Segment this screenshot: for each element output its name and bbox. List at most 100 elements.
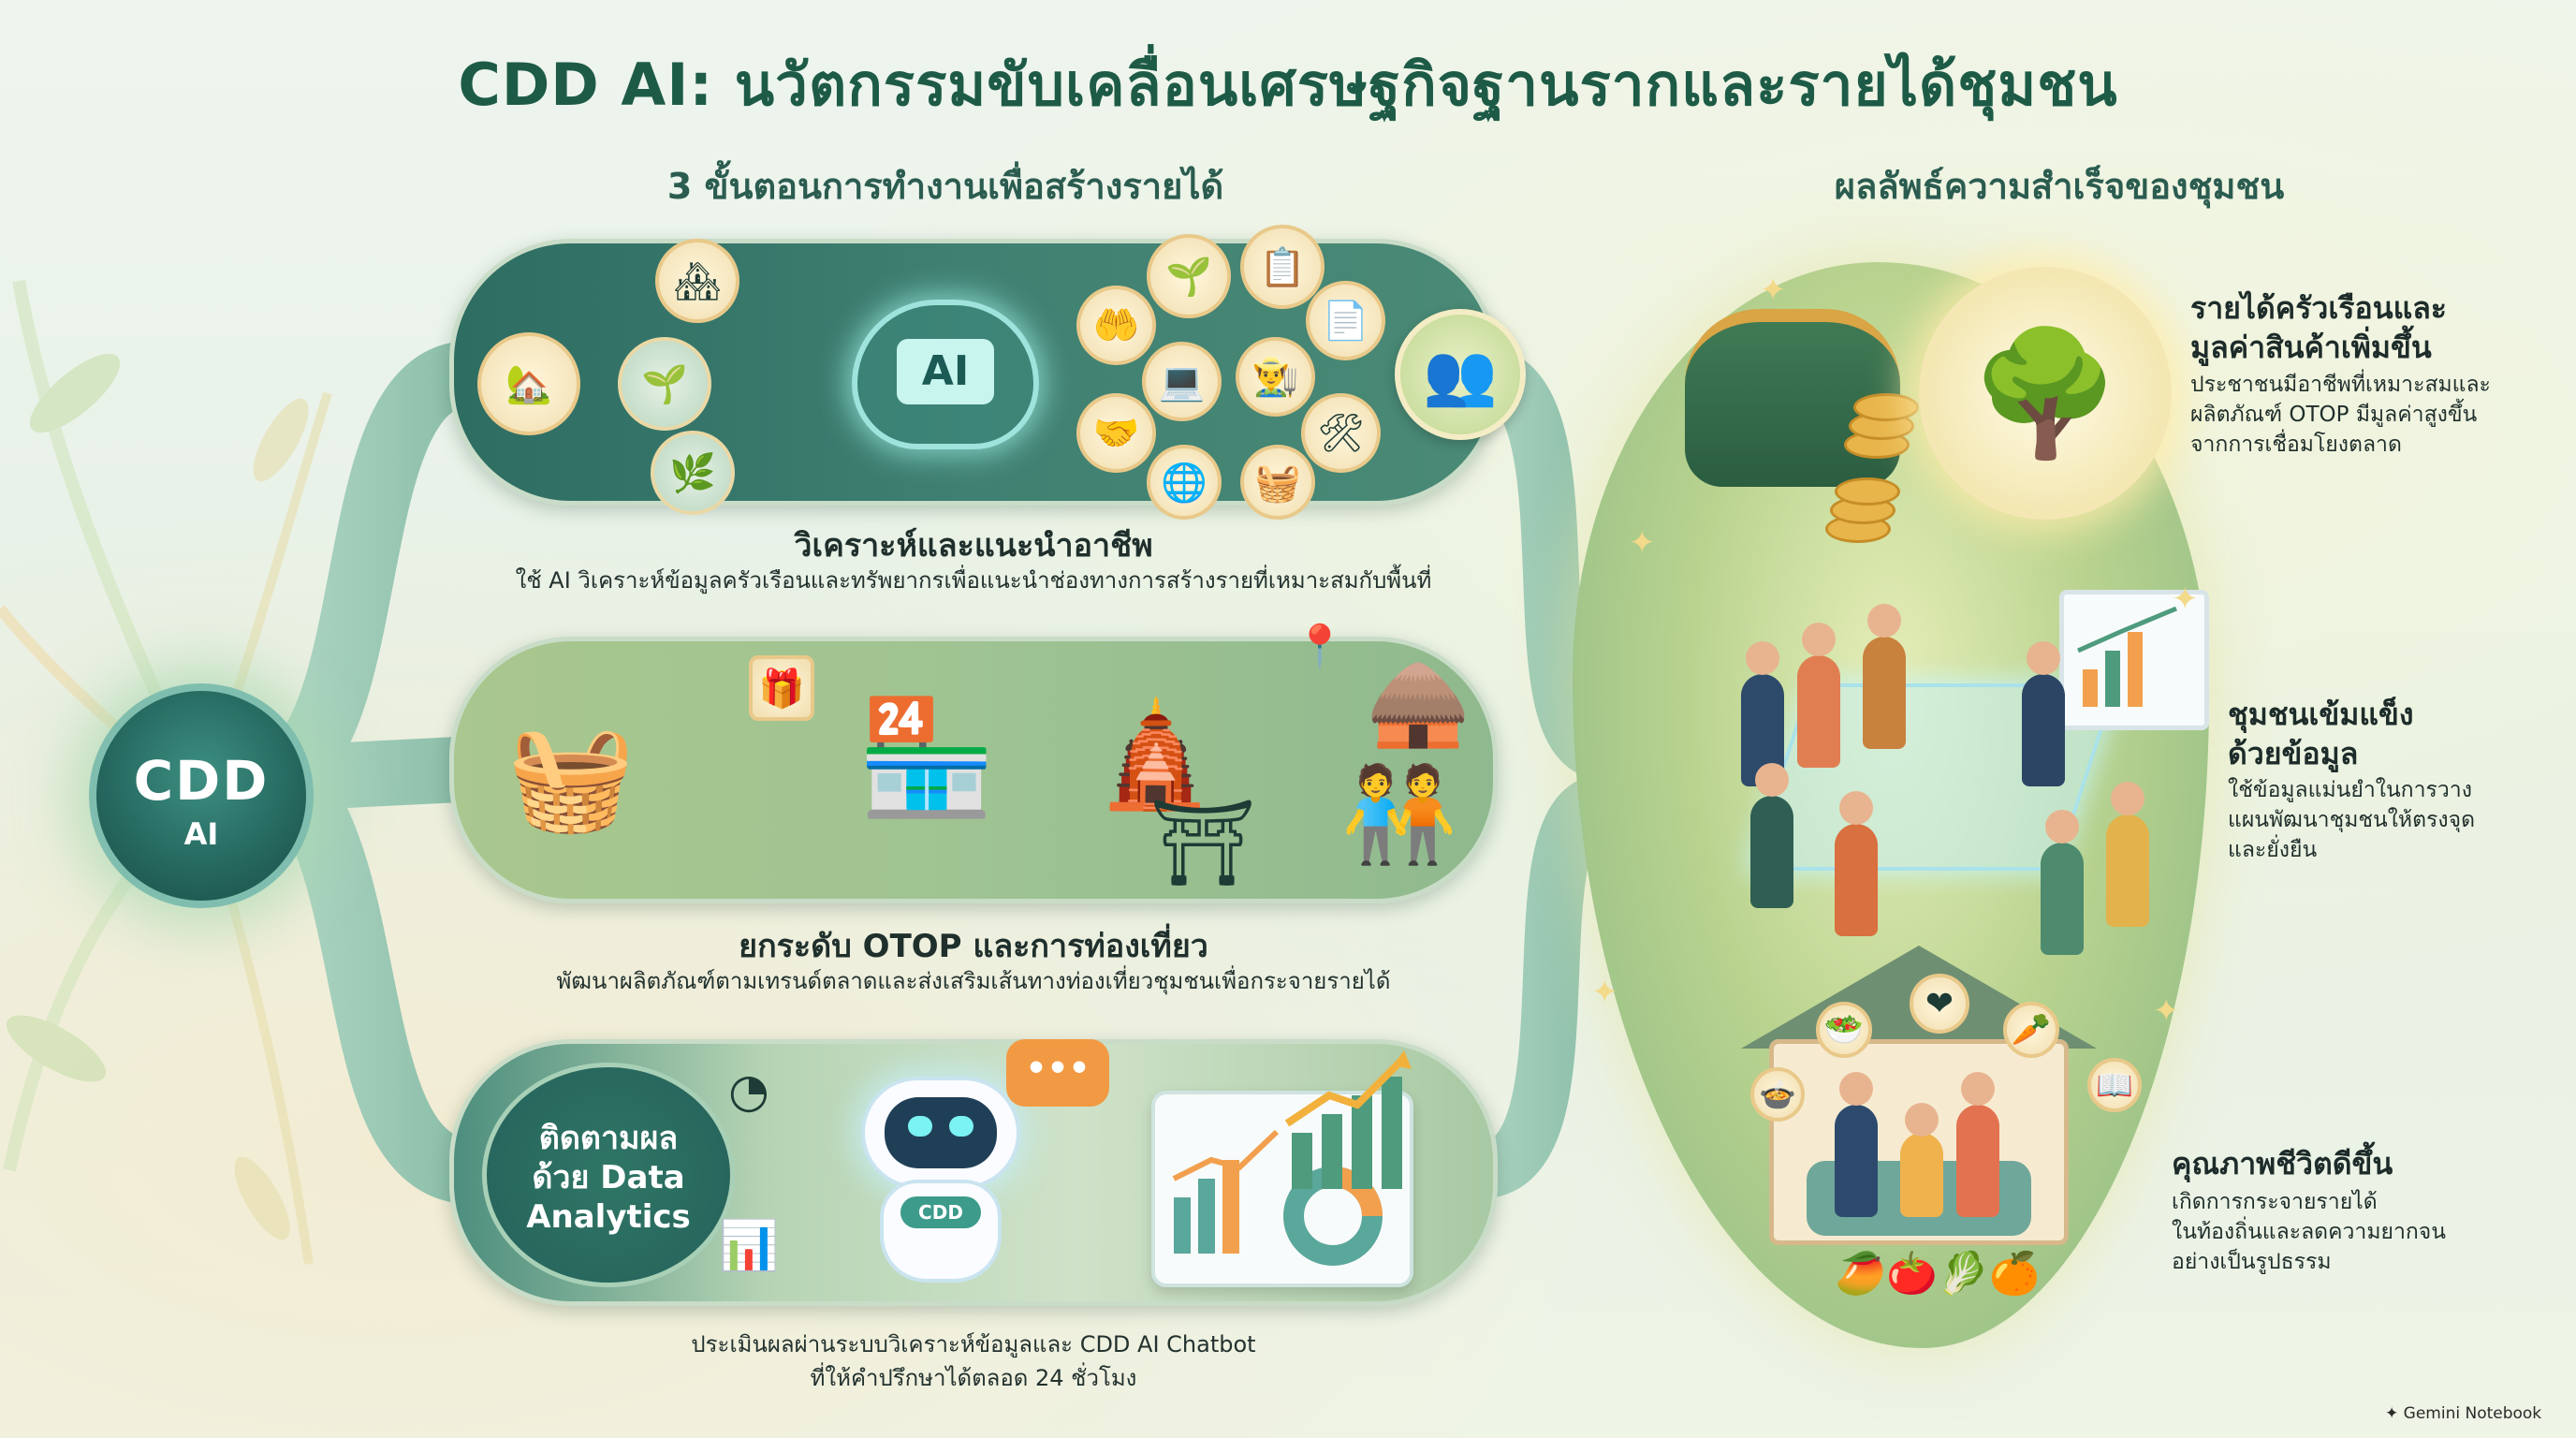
basket-icon: 🧺 [506, 716, 636, 837]
result1-title: รายได้ครัวเรือนและ มูลค่าสินค้าเพิ่มขึ้น [2190, 288, 2565, 367]
coin-icon [1853, 393, 1919, 421]
farmer-icon: 👨‍🌾 [1236, 337, 1315, 417]
person-figure [1797, 655, 1840, 768]
tourists-icon: 🧑‍🤝‍🧑 [1340, 759, 1458, 869]
document-icon: 📄 [1306, 281, 1385, 360]
handshake-icon: 🤲 [1076, 286, 1156, 365]
food-icon: 🍲 [1750, 1067, 1805, 1122]
result1-desc-line: จากการเชื่อมโยงตลาด [2190, 433, 2402, 457]
shop-icon: 🏪 [856, 693, 997, 823]
person-head [2111, 782, 2144, 815]
speech-bubble-icon: ••• [1006, 1039, 1109, 1107]
analytics-circle: ติดตามผล ด้วย Data Analytics [482, 1063, 735, 1287]
salad-icon: 🥗 [1816, 1002, 1872, 1058]
family-member [1900, 1133, 1943, 1217]
result2-description: ใช้ข้อมูลแม่นยำในการวาง แผนพัฒนาชุมชนให้… [2228, 775, 2565, 865]
person-head [1867, 604, 1901, 638]
person-head [1839, 1072, 1873, 1106]
step3-desc-line: ประเมินผลผ่านระบบวิเคราะห์ข้อมูลและ CDD … [691, 1331, 1256, 1357]
laptop-icon: 💻 [1142, 342, 1222, 421]
flow-hub-step1 [276, 342, 491, 782]
result1-desc-line: ผลิตภัณฑ์ OTOP มีมูลค่าสูงขึ้น [2190, 403, 2478, 427]
presentation-board-icon [2059, 590, 2209, 730]
sparkle-icon: ✦ [1629, 524, 1656, 562]
result2-title-line: ด้วยข้อมูล [2228, 736, 2359, 771]
document-icon: 📋 [1240, 225, 1325, 309]
flow-hub-step2 [307, 737, 461, 810]
robot-eye [949, 1116, 973, 1137]
analytics-line: ติดตามผล [538, 1120, 679, 1157]
robot-body [880, 1180, 1002, 1283]
robot-eye [908, 1116, 932, 1137]
family-member [1956, 1105, 1999, 1217]
community-icon: 👥 [1395, 309, 1526, 440]
results-heading: ผลลัพธ์ความสำเร็จของชุมชน [1834, 166, 2285, 207]
temple-icon: 🛕 [1091, 693, 1221, 814]
result3-desc-line: ในท้องถิ่นและลดความยากจน [2172, 1220, 2447, 1244]
flow-step1-results [1480, 346, 1608, 774]
step1-title: วิเคราะห์และแนะนำอาชีพ [794, 527, 1153, 565]
person-head [1802, 623, 1836, 656]
result2-desc-line: และยั่งยืน [2228, 838, 2318, 862]
step3-desc-line: ที่ให้คำปรึกษาได้ตลอด 24 ชั่วโมง [810, 1365, 1137, 1391]
person-figure [2041, 843, 2084, 955]
step2-description: พัฒนาผลิตภัณฑ์ตามเทรนด์ตลาดและส่งเสริมเส… [556, 968, 1391, 994]
result3-desc-line: เกิดการกระจายรายได้ [2172, 1190, 2378, 1214]
tools-icon: 🛠 [1301, 393, 1381, 473]
vegetables-icon: 🥕 [2003, 1002, 2059, 1058]
result2-title: ชุมชนเข้มแข็ง ด้วยข้อมูล [2228, 695, 2565, 773]
flow-hub-step3 [276, 772, 491, 1203]
analytics-line: Analytics [526, 1198, 691, 1236]
cdd-ai-hub: CDD AI [89, 683, 314, 908]
hub-label-main: CDD [133, 749, 270, 813]
house-icon: 🏡 [477, 332, 580, 435]
person-figure [1863, 637, 1906, 749]
family-member [1835, 1105, 1878, 1217]
result1-title-line: มูลค่าสินค้าเพิ่มขึ้น [2190, 330, 2432, 365]
seedling-icon: 🌱 [618, 337, 711, 431]
result3-description: เกิดการกระจายรายได้ ในท้องถิ่นและลดความย… [2172, 1187, 2565, 1277]
person-figure [2022, 674, 2065, 786]
robot-badge: CDD [900, 1196, 981, 1228]
sparkle-icon: ✦ [2172, 580, 2199, 618]
flow-step3-results [1480, 780, 1608, 1198]
result2-desc-line: ใช้ข้อมูลแม่นยำในการวาง [2228, 778, 2472, 802]
result2-title-line: ชุมชนเข้มแข็ง [2228, 697, 2414, 732]
person-head [1839, 791, 1873, 825]
sparkle-icon: ✦ [1591, 974, 1618, 1011]
heart-icon: ❤ [1910, 974, 1969, 1034]
tree-icon: 🌳 [1919, 267, 2172, 520]
step1-description: ใช้ AI วิเคราะห์ข้อมูลครัวเรือนและทรัพยา… [515, 567, 1432, 594]
step2-panel [449, 637, 1498, 903]
robot-face [885, 1097, 997, 1168]
seedling-icon: 🌱 [1147, 234, 1231, 318]
result1-title-line: รายได้ครัวเรือนและ [2190, 290, 2447, 326]
sparkle-icon: ✦ [1760, 271, 1787, 309]
temple-icon: ⛩ [1149, 793, 1257, 892]
step2-title: ยกระดับ OTOP และการท่องเที่ยว [739, 928, 1208, 965]
sprout-icon: 🌿 [651, 431, 735, 515]
person-head [1755, 763, 1789, 797]
coin-icon [1835, 477, 1900, 506]
pie-chart-icon: ◔ [728, 1064, 769, 1118]
food-spread-icon: 🥭🍅🥬🍊 [1835, 1250, 2041, 1298]
ai-chip-label: AI [897, 339, 994, 404]
house-icon: 🏘 [655, 239, 739, 323]
hub-label-sub: AI [183, 816, 219, 852]
result3-desc-line: อย่างเป็นรูปธรรม [2172, 1250, 2332, 1274]
product-icon: 🎁 [749, 655, 814, 721]
person-figure [1835, 824, 1878, 936]
result1-description: ประชาชนมีอาชีพที่เหมาะสมและ ผลิตภัณฑ์ OT… [2190, 370, 2565, 460]
result1-desc-line: ประชาชนมีอาชีพที่เหมาะสมและ [2190, 373, 2491, 397]
chart-icon: 📊 [718, 1217, 780, 1274]
sparkle-icon: ✦ [2153, 992, 2180, 1030]
basket-icon: 🧺 [1240, 445, 1315, 520]
person-figure [1750, 796, 1793, 908]
person-head [1746, 641, 1779, 675]
result3-title-line: คุณภาพชีวิตดีขึ้น [2172, 1146, 2393, 1181]
person-figure [2106, 814, 2149, 927]
book-icon: 📖 [2087, 1058, 2142, 1112]
result2-desc-line: แผนพัฒนาชุมชนให้ตรงจุด [2228, 808, 2476, 832]
growth-chart-graphic [1284, 1050, 1412, 1189]
person-head [2027, 641, 2060, 675]
